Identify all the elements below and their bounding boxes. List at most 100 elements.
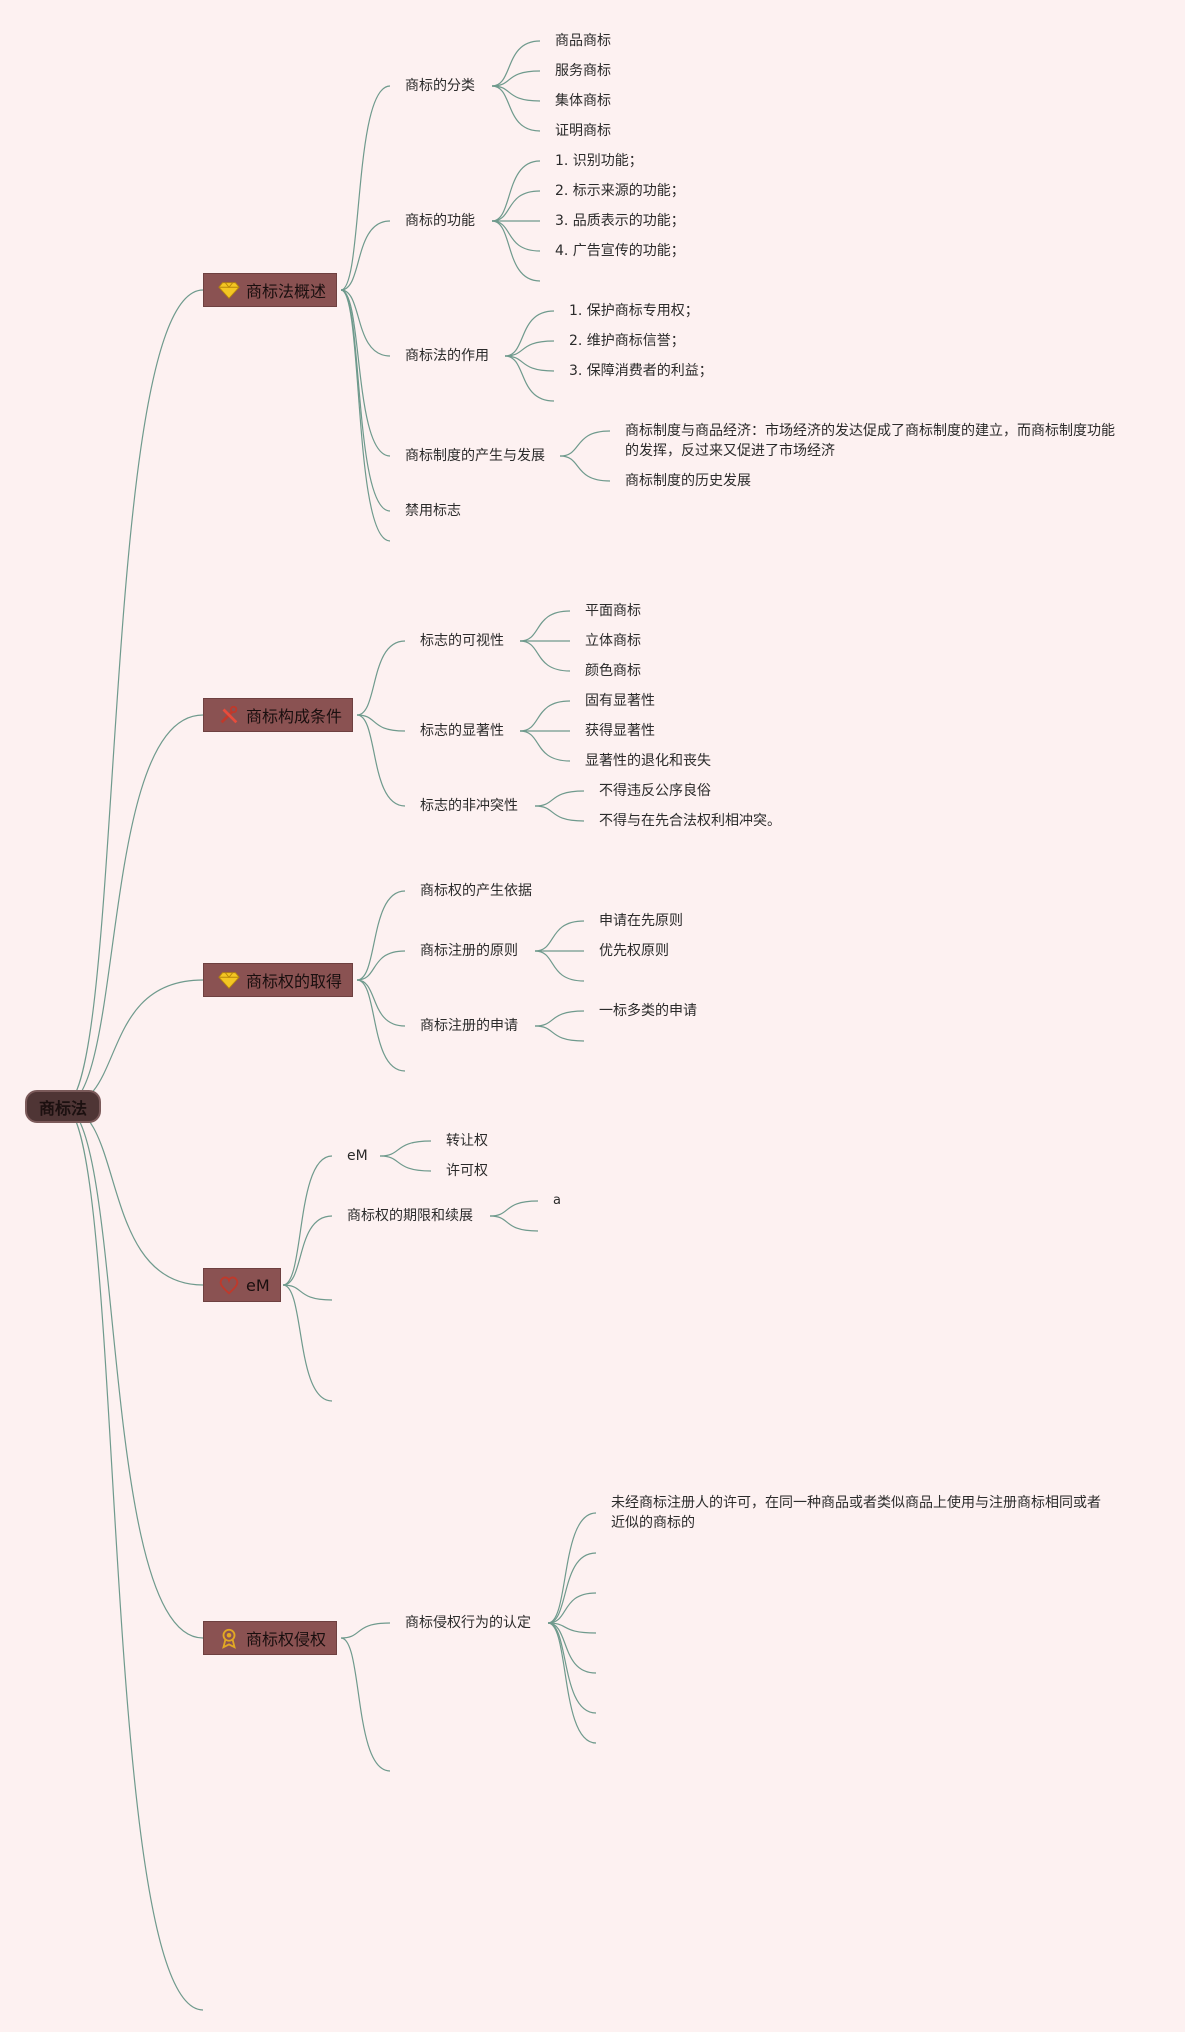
leaf-node[interactable]: 不得违反公序良俗 <box>599 783 711 799</box>
connector-line <box>491 85 541 132</box>
diamond-icon <box>218 972 240 989</box>
sub-node[interactable]: 商标法的作用 <box>405 348 489 364</box>
connector-line <box>340 289 391 512</box>
leaf-node[interactable]: 商品商标 <box>555 33 611 49</box>
sub-node[interactable]: 禁用标志 <box>405 503 461 519</box>
topic-infringement[interactable]: 商标权侵权 <box>203 1621 338 1655</box>
connector-line <box>491 70 541 87</box>
topic-label: 商标权侵权 <box>246 1630 327 1649</box>
connector-line <box>547 1622 597 1674</box>
sub-node[interactable]: 标志的非冲突性 <box>420 798 518 814</box>
leaf-node[interactable]: 立体商标 <box>585 633 641 649</box>
sub-node[interactable]: 商标的分类 <box>405 78 475 94</box>
connector-line <box>547 1622 597 1634</box>
connector-line <box>282 1284 333 1402</box>
leaf-node[interactable]: 显著性的退化和丧失 <box>585 753 711 769</box>
leaf-node[interactable]: 2. 维护商标信誉； <box>569 333 685 349</box>
leaf-node[interactable]: 服务商标 <box>555 63 611 79</box>
connector-line <box>62 289 204 1107</box>
connector-line <box>340 1622 391 1639</box>
sub-node[interactable]: 商标权的产生依据 <box>420 883 532 899</box>
sub-node[interactable]: 商标注册的原则 <box>420 943 518 959</box>
medal-icon <box>222 1628 236 1649</box>
connector-line <box>340 289 391 357</box>
connector-line <box>356 979 406 1072</box>
connector-line <box>282 1155 333 1286</box>
leaf-node[interactable]: 3. 保障消费者的利益； <box>569 363 713 379</box>
leaf-node[interactable]: 平面商标 <box>585 603 641 619</box>
leaf-node[interactable]: 申请在先原则 <box>599 913 683 929</box>
connector-line <box>489 1215 539 1232</box>
leaf-node[interactable]: 集体商标 <box>555 93 611 109</box>
topic-label: 商标权的取得 <box>246 972 343 991</box>
connector-line <box>559 430 611 457</box>
leaf-node[interactable]: 不得与在先合法权利相冲突。 <box>599 813 781 829</box>
topic-acquisition[interactable]: 商标权的取得 <box>203 963 354 997</box>
connector-line <box>491 40 541 87</box>
connector-line <box>356 714 406 732</box>
topic-label: 商标法概述 <box>246 282 327 301</box>
connector-line <box>340 289 391 457</box>
connector-line <box>62 1105 204 2011</box>
connector-line <box>504 340 555 357</box>
leaf-node[interactable]: 2. 标示来源的功能； <box>555 183 685 199</box>
leaf-node[interactable]: 未经商标注册人的许可，在同一种商品或者类似商品上使用与注册商标相同或者近似的商标… <box>611 1495 1101 1531</box>
connector-line <box>489 1200 539 1217</box>
connector-line <box>340 85 391 291</box>
connector-line <box>282 1284 333 1301</box>
leaf-node[interactable]: 许可权 <box>446 1163 488 1179</box>
connector-line <box>504 310 555 357</box>
leaf-node[interactable]: 固有显著性 <box>585 693 655 709</box>
connector-line <box>519 610 571 642</box>
connector-line <box>491 220 541 252</box>
connector-line <box>379 1140 432 1157</box>
leaf-node[interactable]: 3. 品质表示的功能； <box>555 213 685 229</box>
topic-conditions[interactable]: 商标构成条件 <box>203 698 354 732</box>
heart-icon <box>219 1276 239 1295</box>
connector-line <box>534 920 585 952</box>
sub-node[interactable]: 商标侵权行为的认定 <box>405 1615 531 1631</box>
leaf-node[interactable]: 1. 识别功能； <box>555 153 643 169</box>
topic-label: 商标构成条件 <box>246 707 343 726</box>
connector-line <box>491 160 541 222</box>
connector-line <box>340 1637 391 1772</box>
sub-node[interactable]: 商标权的期限和续展 <box>347 1208 473 1224</box>
connector-line <box>547 1512 597 1624</box>
sub-node[interactable]: eM <box>347 1148 368 1164</box>
leaf-node[interactable]: 获得显著性 <box>585 723 655 739</box>
topic-overview[interactable]: 商标法概述 <box>203 273 338 307</box>
connector-line <box>519 730 571 762</box>
sub-node[interactable]: 标志的显著性 <box>420 723 504 739</box>
leaf-node[interactable]: 商标制度与商品经济：市场经济的发达促成了商标制度的建立，而商标制度功能的发挥，反… <box>625 423 1115 459</box>
root-label: 商标法 <box>38 1098 87 1118</box>
sub-node[interactable]: 标志的可视性 <box>420 633 504 649</box>
connector-line <box>519 640 571 672</box>
topic-em[interactable]: eM <box>203 1268 281 1302</box>
leaf-node[interactable]: 1. 保护商标专用权； <box>569 303 699 319</box>
topic-label: eM <box>246 1275 270 1295</box>
connector-line <box>547 1622 597 1744</box>
connector-line <box>534 1010 585 1027</box>
connector-line <box>534 1025 585 1042</box>
connector-line <box>356 890 406 981</box>
leaf-node[interactable]: 证明商标 <box>555 123 611 139</box>
connector-line <box>534 950 585 982</box>
connector-line <box>559 455 611 482</box>
connector-line <box>356 979 406 1027</box>
leaf-node[interactable]: 商标制度的历史发展 <box>625 473 751 489</box>
connector-line <box>534 805 585 822</box>
sub-node[interactable]: 商标的功能 <box>405 213 475 229</box>
connector-line <box>547 1622 597 1714</box>
connector-line <box>340 220 391 291</box>
leaf-node[interactable]: 优先权原则 <box>599 943 669 959</box>
connector-line <box>282 1215 333 1286</box>
leaf-node[interactable]: a <box>553 1193 561 1208</box>
leaf-node[interactable]: 颜色商标 <box>585 663 641 679</box>
leaf-node[interactable]: 转让权 <box>446 1133 488 1149</box>
root-node[interactable]: 商标法 <box>25 1090 101 1123</box>
sub-node[interactable]: 商标制度的产生与发展 <box>405 448 545 464</box>
leaf-node[interactable]: 4. 广告宣传的功能； <box>555 243 685 259</box>
leaf-node[interactable]: 一标多类的申请 <box>599 1003 697 1019</box>
sub-node[interactable]: 商标注册的申请 <box>420 1018 518 1034</box>
